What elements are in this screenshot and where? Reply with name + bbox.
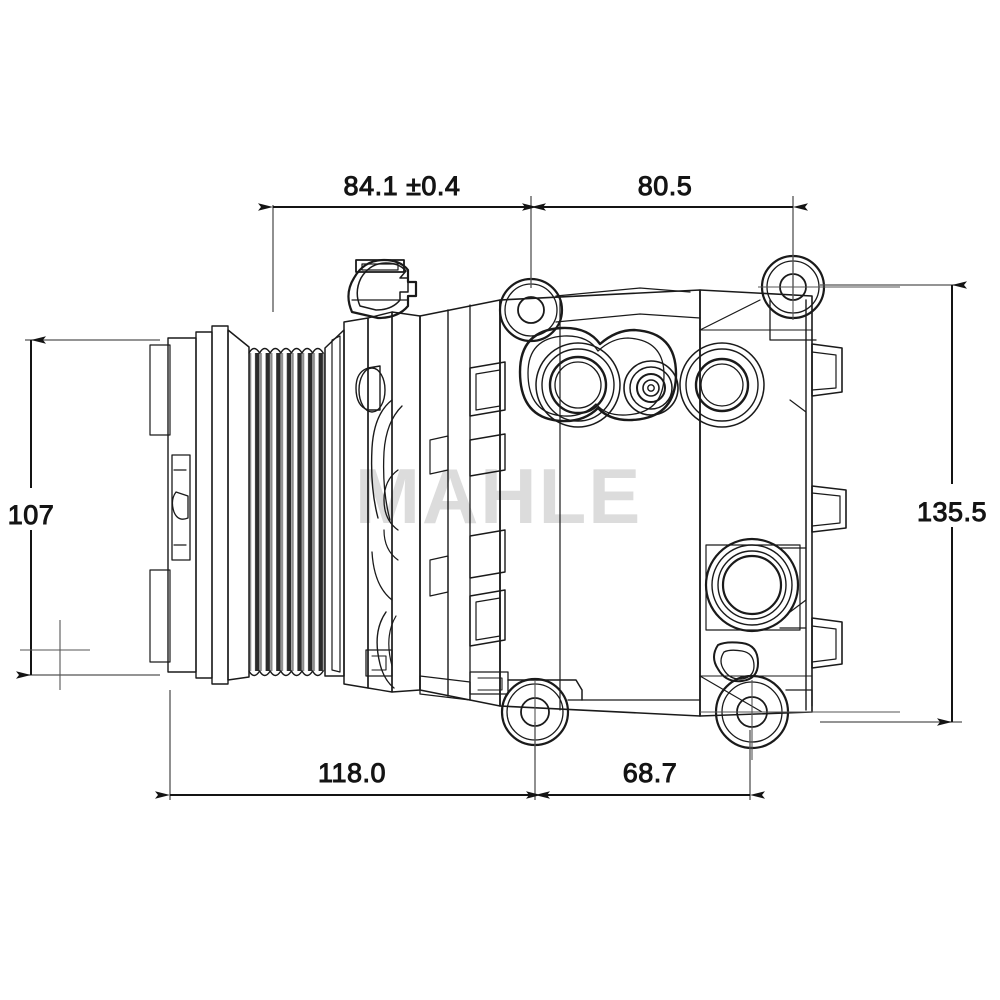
pulley-assembly [149, 325, 345, 685]
refrigerant-port-block [518, 326, 765, 428]
dimension-annotations: 84.1 ±0.4 80.5 107 [7, 171, 987, 800]
dim-label-top-left: 84.1 ±0.4 [344, 171, 461, 201]
dim-label-right-vertical: 135.5 [917, 497, 987, 527]
dim-label-bottom-right: 68.7 [623, 758, 678, 788]
top-extension-lines [272, 196, 794, 312]
left-extension-lines [25, 339, 160, 676]
bottom-mounting-ears [469, 671, 813, 750]
svg-text:MAHLE: MAHLE [355, 452, 642, 540]
dim-label-bottom-left: 118.0 [318, 758, 386, 788]
block-bottom-detail [365, 649, 471, 701]
front-housing [343, 311, 421, 693]
centerlines [20, 256, 900, 760]
watermark-mahle: MAHLE [355, 452, 642, 540]
dim-label-left-vertical: 107 [8, 500, 55, 530]
dim-label-top-right: 80.5 [638, 171, 693, 201]
top-mounting-bosses [498, 254, 826, 343]
lower-right-mount [704, 537, 807, 683]
electrical-connector [347, 258, 418, 320]
